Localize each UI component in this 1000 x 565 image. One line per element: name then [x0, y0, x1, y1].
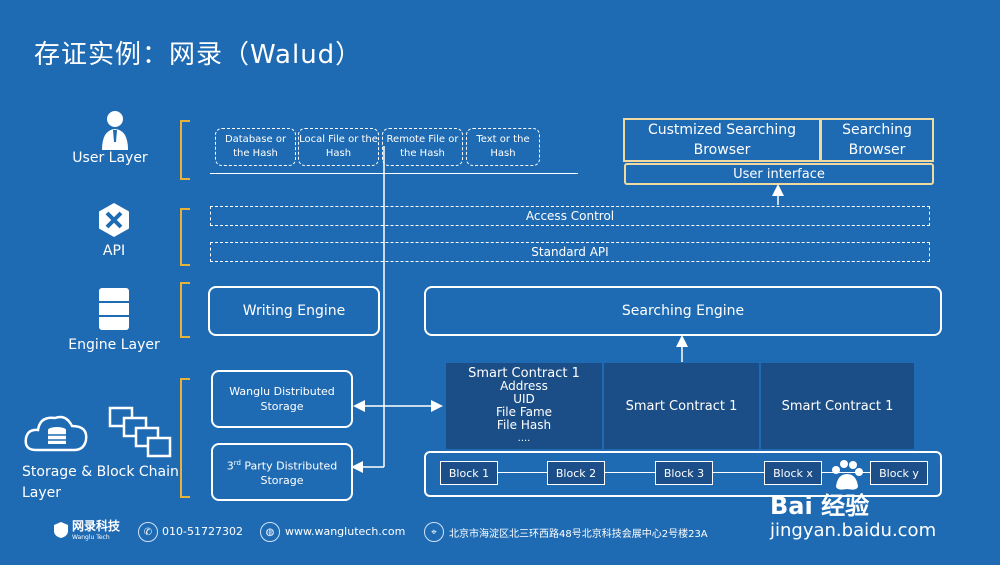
block-3: Block 3 — [655, 461, 713, 485]
searching-browser: Searching Browser — [820, 118, 934, 162]
page-title: 存证实例：网录（Walud） — [34, 40, 363, 70]
engine-layer-label: Engine Layer — [68, 337, 160, 353]
wanglu-storage: Wanglu Distributed Storage — [211, 370, 353, 428]
storage-bracket — [180, 378, 190, 498]
contract-field: File Fame — [495, 405, 553, 419]
watermark-logo: Bai 经验 — [770, 492, 870, 520]
footer-address: 北京市海淀区北三环西路48号北京科技会展中心2号楼23A — [449, 529, 708, 540]
chain-link-solid — [485, 472, 765, 473]
api-icon — [96, 202, 132, 238]
blockchain-icon — [108, 406, 172, 458]
footer-logo-icon — [52, 521, 70, 539]
customized-browser: Custmized Searching Browser — [623, 118, 821, 162]
contract-field: UID — [513, 392, 535, 406]
source-local-file: Local File or the Hash — [298, 128, 379, 166]
user-layer-label: User Layer — [72, 150, 148, 166]
standard-api-bar: Standard API — [210, 242, 930, 262]
third-party-label: Party Distributed Storage — [240, 459, 338, 488]
smart-contract-2: Smart Contract 1 — [604, 363, 759, 449]
source-remote-file: Remote File or the Hash — [382, 128, 463, 166]
brand-subtitle: Wanglu Tech — [72, 534, 110, 541]
api-label: API — [102, 243, 126, 259]
third-party-storage-text: 3rd Party Distributed Storage — [213, 456, 351, 489]
engine-bracket — [180, 282, 190, 338]
footer-phone: 010-51727302 — [162, 525, 243, 538]
globe-icon: ◍ — [260, 522, 280, 542]
access-control-bar: Access Control — [210, 206, 930, 226]
block-1: Block 1 — [440, 461, 498, 485]
contract-field: Address — [500, 379, 548, 393]
phone-icon: ✆ — [138, 522, 158, 542]
chain-link-dashed — [712, 472, 764, 473]
blockchain-container — [424, 451, 942, 497]
user-layer-divider — [210, 173, 578, 174]
source-database: Database or the Hash — [215, 128, 296, 166]
api-bracket — [180, 208, 190, 266]
location-icon: ⌖ — [424, 522, 444, 542]
smart-contract-title: Smart Contract 1 — [468, 366, 580, 381]
footer-brand: 网录科技 Wanglu Tech — [72, 520, 120, 544]
user-icon — [100, 110, 130, 150]
ordinal-number: 3 — [226, 459, 234, 473]
writing-engine: Writing Engine — [208, 286, 380, 336]
chain-link-end — [822, 472, 878, 473]
storage-layer-label: Storage & Block Chain Layer — [22, 464, 179, 501]
smart-contract-detail: Smart Contract 1 Address UID File Fame F… — [446, 363, 602, 449]
block-y: Block y — [870, 461, 928, 485]
smart-contract-3: Smart Contract 1 — [761, 363, 914, 449]
footer-website: www.wanglutech.com — [285, 525, 406, 538]
user-layer-bracket — [180, 120, 190, 180]
paw-icon — [828, 460, 864, 492]
contract-field: .... — [517, 433, 531, 444]
ordinal-suffix: rd — [233, 458, 241, 467]
watermark-url: jingyan.baidu.com — [770, 520, 937, 541]
server-icon — [98, 286, 130, 332]
brand-name: 网录科技 — [72, 519, 121, 533]
source-text: Text or the Hash — [466, 128, 540, 166]
block-2: Block 2 — [547, 461, 605, 485]
cloud-database-icon — [22, 410, 92, 456]
block-x: Block x — [764, 461, 822, 485]
contract-field: File Hash — [496, 418, 552, 432]
